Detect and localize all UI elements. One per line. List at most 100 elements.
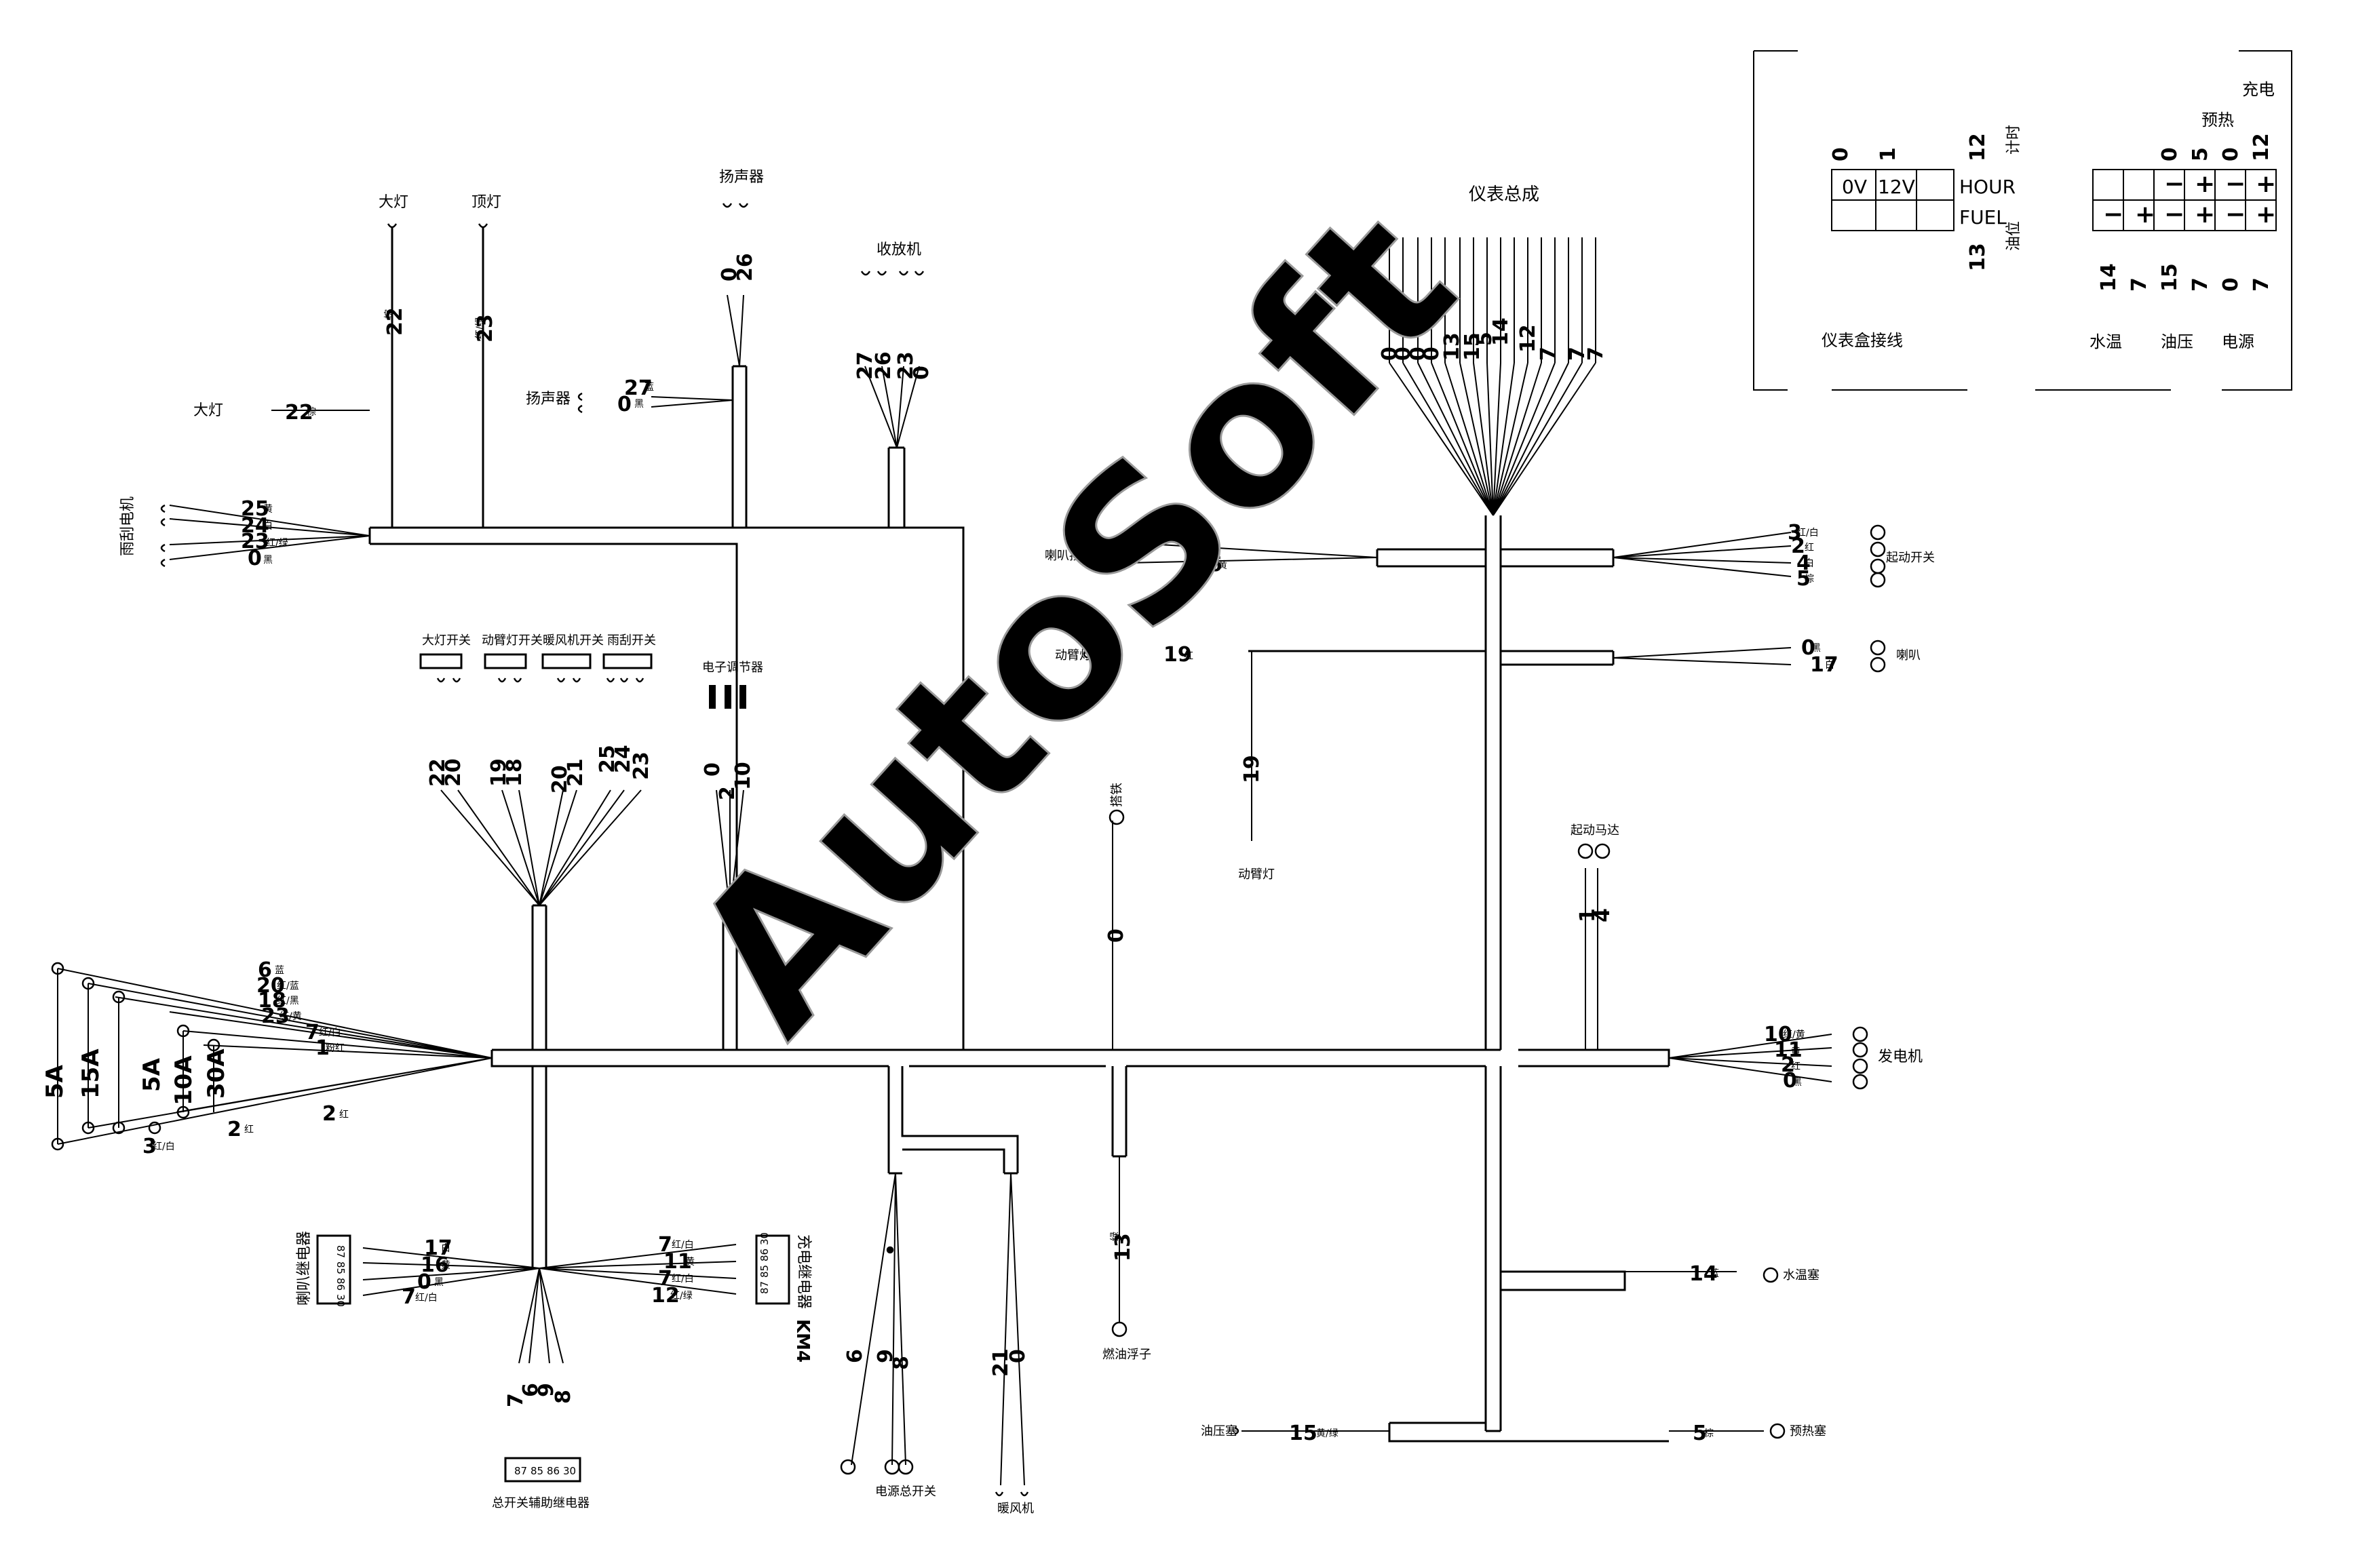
wire-0: 0 bbox=[718, 267, 741, 281]
svg-text:红/白: 红/白 bbox=[672, 1240, 694, 1251]
oil-pressure-label: 油压 bbox=[2161, 332, 2193, 351]
alternator-label: 发电机 bbox=[1878, 1048, 1923, 1065]
water-temp-sensor-label: 水温塞 bbox=[1783, 1268, 1819, 1282]
wire-17: 17 bbox=[424, 1236, 452, 1260]
wire-0: 0 bbox=[1378, 347, 1402, 361]
wire-22: 22 bbox=[383, 307, 407, 336]
wire-3: 3 bbox=[1788, 521, 1802, 545]
wire-1: 1 bbox=[315, 1036, 330, 1060]
panel-hour: HOUR bbox=[1959, 176, 2016, 198]
wire-18: 18 bbox=[503, 758, 526, 787]
wire-8: 8 bbox=[889, 1356, 913, 1370]
relay-pin: 30 bbox=[334, 1294, 347, 1307]
voltage-regulator-label: 电子调节器 bbox=[702, 661, 763, 675]
wiper-switch-label: 雨刮开关 bbox=[607, 633, 656, 648]
relay-pin: 87 bbox=[758, 1281, 771, 1294]
wire-20: 20 bbox=[548, 765, 572, 793]
wire-7: 7 bbox=[658, 1233, 672, 1257]
wire-21: 21 bbox=[564, 758, 588, 787]
main-relay-label: 总开关辅助继电器 bbox=[492, 1496, 590, 1510]
svg-text:棕: 棕 bbox=[384, 309, 395, 319]
wire-0: 0 bbox=[701, 762, 725, 777]
svg-text:+: + bbox=[2256, 170, 2276, 198]
connector-hooks bbox=[160, 203, 1239, 1497]
wire-10: 10 bbox=[1764, 1023, 1792, 1046]
wire-4: 4 bbox=[1591, 908, 1615, 922]
fuse-block: 5A 15A 5A 10A 30A bbox=[41, 968, 230, 1144]
wire-22: 22 bbox=[426, 758, 450, 787]
wire-0: 0 bbox=[2219, 277, 2243, 292]
svg-text:绿: 绿 bbox=[1110, 1232, 1121, 1241]
svg-text:粉红: 粉红 bbox=[326, 1043, 345, 1054]
svg-text:黄: 黄 bbox=[1791, 1046, 1800, 1057]
wire-0: 0 bbox=[1829, 147, 1853, 161]
panel-0v: 0V bbox=[1842, 176, 1867, 198]
wire-8: 8 bbox=[552, 1390, 575, 1404]
wire-11: 11 bbox=[663, 1250, 692, 1274]
relay-pin-labels: 87 85 86 30 87 85 86 30 87 85 86 30 bbox=[334, 1232, 771, 1477]
wire-5: 5 bbox=[1796, 567, 1811, 591]
wire-20: 20 bbox=[442, 758, 465, 787]
wire-22: 22 bbox=[285, 401, 313, 425]
svg-text:黑: 黑 bbox=[1811, 643, 1821, 654]
wire-23: 23 bbox=[630, 751, 653, 780]
wire-7: 7 bbox=[305, 1021, 320, 1044]
wire-13: 13 bbox=[1111, 1233, 1135, 1261]
speaker-left-label: 扬声器 bbox=[526, 391, 571, 408]
wire-0: 0 bbox=[2158, 147, 2182, 161]
svg-text:红/绿: 红/绿 bbox=[670, 1291, 693, 1301]
wire-19: 19 bbox=[487, 758, 511, 787]
wire-23: 23 bbox=[474, 314, 497, 342]
panel-12v: 12V bbox=[1878, 176, 1915, 198]
wire-2: 2 bbox=[1791, 534, 1805, 558]
wire-9: 9 bbox=[874, 1349, 898, 1363]
wire-25: 25 bbox=[596, 745, 619, 773]
wire-10: 10 bbox=[731, 762, 755, 790]
wire-20: 20 bbox=[256, 974, 285, 998]
svg-text:黄: 黄 bbox=[441, 1259, 450, 1271]
preheat-label: 预热 bbox=[2201, 111, 2234, 130]
wire-6: 6 bbox=[258, 958, 272, 982]
wire-6: 6 bbox=[843, 1349, 867, 1363]
wire-18: 18 bbox=[258, 989, 286, 1013]
wire-5: 5 bbox=[1473, 332, 1497, 346]
wire-7: 7 bbox=[504, 1393, 528, 1407]
wire-15: 15 bbox=[1461, 332, 1484, 361]
svg-text:黄/绿: 黄/绿 bbox=[1316, 1428, 1338, 1439]
wire-0: 0 bbox=[1801, 636, 1815, 660]
headlight-top-label: 大灯 bbox=[379, 194, 408, 211]
svg-text:−: − bbox=[2164, 170, 2184, 198]
svg-text:−: − bbox=[2164, 201, 2184, 229]
svg-text:白: 白 bbox=[1805, 558, 1814, 569]
wire-15: 15 bbox=[1289, 1422, 1317, 1445]
svg-text:红/蓝: 红/蓝 bbox=[277, 981, 299, 992]
preheat-plug-label: 预热塞 bbox=[1790, 1424, 1826, 1438]
relay-pin: 30 bbox=[563, 1465, 576, 1477]
wire-2: 2 bbox=[227, 1118, 242, 1141]
wire-12: 12 bbox=[651, 1284, 680, 1308]
wire-24: 24 bbox=[241, 514, 269, 538]
svg-text:+: + bbox=[2195, 170, 2215, 198]
wire-15: 15 bbox=[2158, 263, 2182, 292]
relay-pin: 85 bbox=[334, 1261, 347, 1274]
starter-motor-label: 起动马达 bbox=[1571, 823, 1619, 838]
speaker-top-label: 扬声器 bbox=[719, 169, 764, 186]
instrument-box-label: 仪表盒接线 bbox=[1822, 331, 1903, 350]
wire-7: 7 bbox=[2250, 277, 2273, 292]
wire-7: 7 bbox=[1537, 347, 1560, 361]
svg-text:红/白: 红/白 bbox=[672, 1274, 694, 1285]
ground-label: 搭铁 bbox=[1110, 783, 1124, 807]
single-wires bbox=[271, 410, 1764, 1432]
wire-0: 0 bbox=[1006, 1349, 1030, 1363]
svg-text:+: + bbox=[2195, 201, 2215, 229]
boom-light-switch-label: 动臂灯开关 bbox=[482, 633, 543, 648]
wire-5: 5 bbox=[2189, 147, 2212, 161]
wire-0: 0 bbox=[617, 393, 632, 416]
timer-label: 计时 bbox=[2005, 125, 2022, 155]
relay-pin: 86 bbox=[758, 1249, 771, 1261]
svg-text:白: 白 bbox=[1825, 660, 1834, 671]
power-switch-label: 电源总开关 bbox=[875, 1485, 936, 1499]
svg-text:红: 红 bbox=[1805, 543, 1814, 553]
wire-0: 0 bbox=[1406, 347, 1430, 361]
svg-text:白: 白 bbox=[263, 521, 273, 532]
